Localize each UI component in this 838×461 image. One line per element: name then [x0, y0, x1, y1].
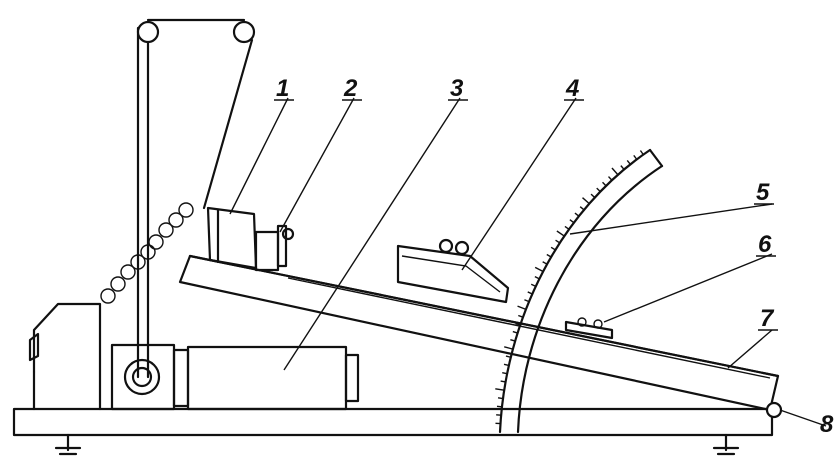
- scale-tick: [518, 314, 524, 318]
- scale-ticks: [495, 150, 644, 425]
- scale-tick: [556, 230, 565, 237]
- angle-scale: [495, 148, 664, 434]
- callout-1: 1: [276, 75, 289, 102]
- scale-tick: [530, 283, 537, 288]
- motor-body: [186, 345, 360, 411]
- scale-tick: [524, 299, 530, 303]
- scale-tick: [495, 388, 505, 391]
- scale-tick: [546, 253, 552, 258]
- scale-tick: [515, 322, 521, 326]
- scale-tick: [574, 212, 580, 217]
- scale-tick: [542, 261, 548, 265]
- scale-tick: [590, 193, 596, 199]
- callout-labels: 1 2 3 4 5 6 7 8: [274, 75, 834, 438]
- scale-tick: [596, 187, 601, 193]
- callout-2: 2: [343, 75, 358, 102]
- hinge-roller: [765, 401, 783, 419]
- callout-5: 5: [756, 179, 770, 206]
- base-plate: [12, 407, 774, 437]
- scale-tick: [626, 159, 631, 165]
- scale-tick: [527, 291, 533, 295]
- test-sample: [396, 238, 510, 304]
- scale-tick: [555, 239, 561, 244]
- motor-gearbox: [110, 343, 190, 411]
- callout-8: 8: [820, 411, 834, 438]
- scale-tick: [534, 266, 544, 273]
- right-foot: [712, 433, 740, 456]
- scale-tick: [607, 176, 613, 181]
- scale-tick: [611, 167, 619, 176]
- scale-tick: [639, 150, 644, 155]
- callout-7: 7: [760, 305, 775, 332]
- callout-6: 6: [758, 231, 772, 258]
- callout-4: 4: [565, 75, 579, 102]
- left-foot: [54, 433, 82, 456]
- spring-coil: [100, 202, 194, 304]
- clamp-block: [206, 206, 258, 270]
- scale-tick: [569, 219, 575, 224]
- scale-tick: [534, 276, 540, 280]
- stopper-block: [564, 317, 614, 340]
- scale-tick: [633, 154, 638, 160]
- scale-tick: [502, 371, 508, 375]
- scale-tick: [500, 380, 506, 383]
- scale-tick: [510, 338, 516, 342]
- scale-tick: [550, 246, 556, 251]
- scale-tick: [496, 405, 503, 408]
- scale-tick: [497, 397, 504, 400]
- scale-tick: [517, 305, 527, 311]
- scale-tick: [564, 225, 570, 230]
- scale-tick: [505, 355, 511, 358]
- cable-tower: [136, 18, 256, 379]
- inclined-board: [178, 254, 780, 412]
- scale-tick: [504, 346, 514, 350]
- scale-tick: [620, 165, 625, 170]
- scale-tick: [582, 197, 590, 205]
- scale-tick: [602, 181, 607, 187]
- scale-tick: [503, 363, 510, 367]
- leader-lines: [229, 97, 827, 427]
- scale-tick: [579, 206, 585, 211]
- control-box: [28, 302, 102, 411]
- scale-tick: [512, 330, 518, 334]
- clamp-screw: [254, 224, 295, 272]
- callout-3: 3: [450, 75, 464, 102]
